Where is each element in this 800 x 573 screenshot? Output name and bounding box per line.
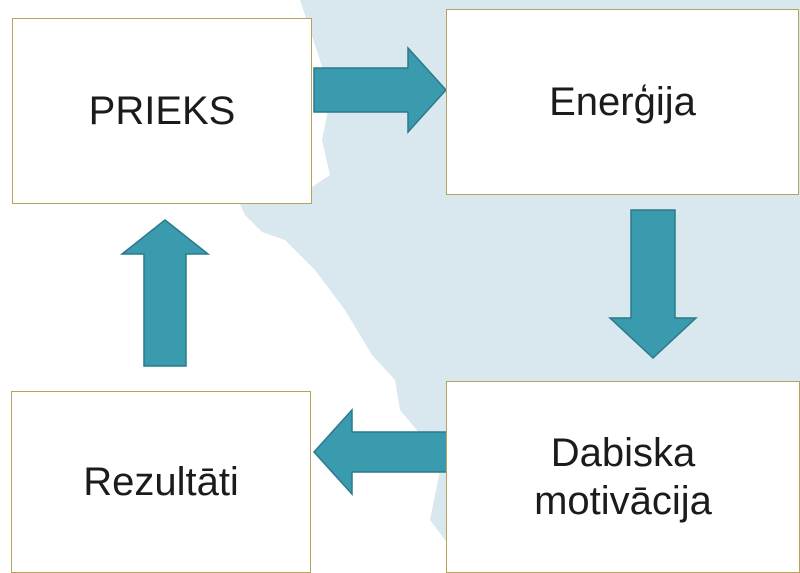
arrow-down-icon [608, 209, 698, 360]
arrow-left-icon [312, 408, 449, 496]
node-energija: Enerģija [446, 9, 799, 195]
node-motivacija-label-line2: motivācija [534, 479, 712, 523]
arrow-up-shape [119, 219, 211, 367]
node-dabiska-motivacija: Dabiska motivācija [446, 381, 800, 573]
arrow-up-icon [119, 219, 211, 367]
node-prieks-label: PRIEKS [88, 89, 236, 133]
arrow-down-shape [608, 209, 698, 360]
node-rezultati: Rezultāti [11, 391, 311, 573]
arrow-right-shape [313, 46, 448, 134]
node-rezultati-label: Rezultāti [83, 460, 239, 504]
node-motivacija-label-line1: Dabiska [550, 431, 696, 475]
node-energija-label: Enerģija [549, 80, 696, 124]
arrow-right-icon [313, 46, 448, 134]
node-prieks: PRIEKS [12, 18, 312, 204]
arrow-left-shape [312, 408, 449, 496]
